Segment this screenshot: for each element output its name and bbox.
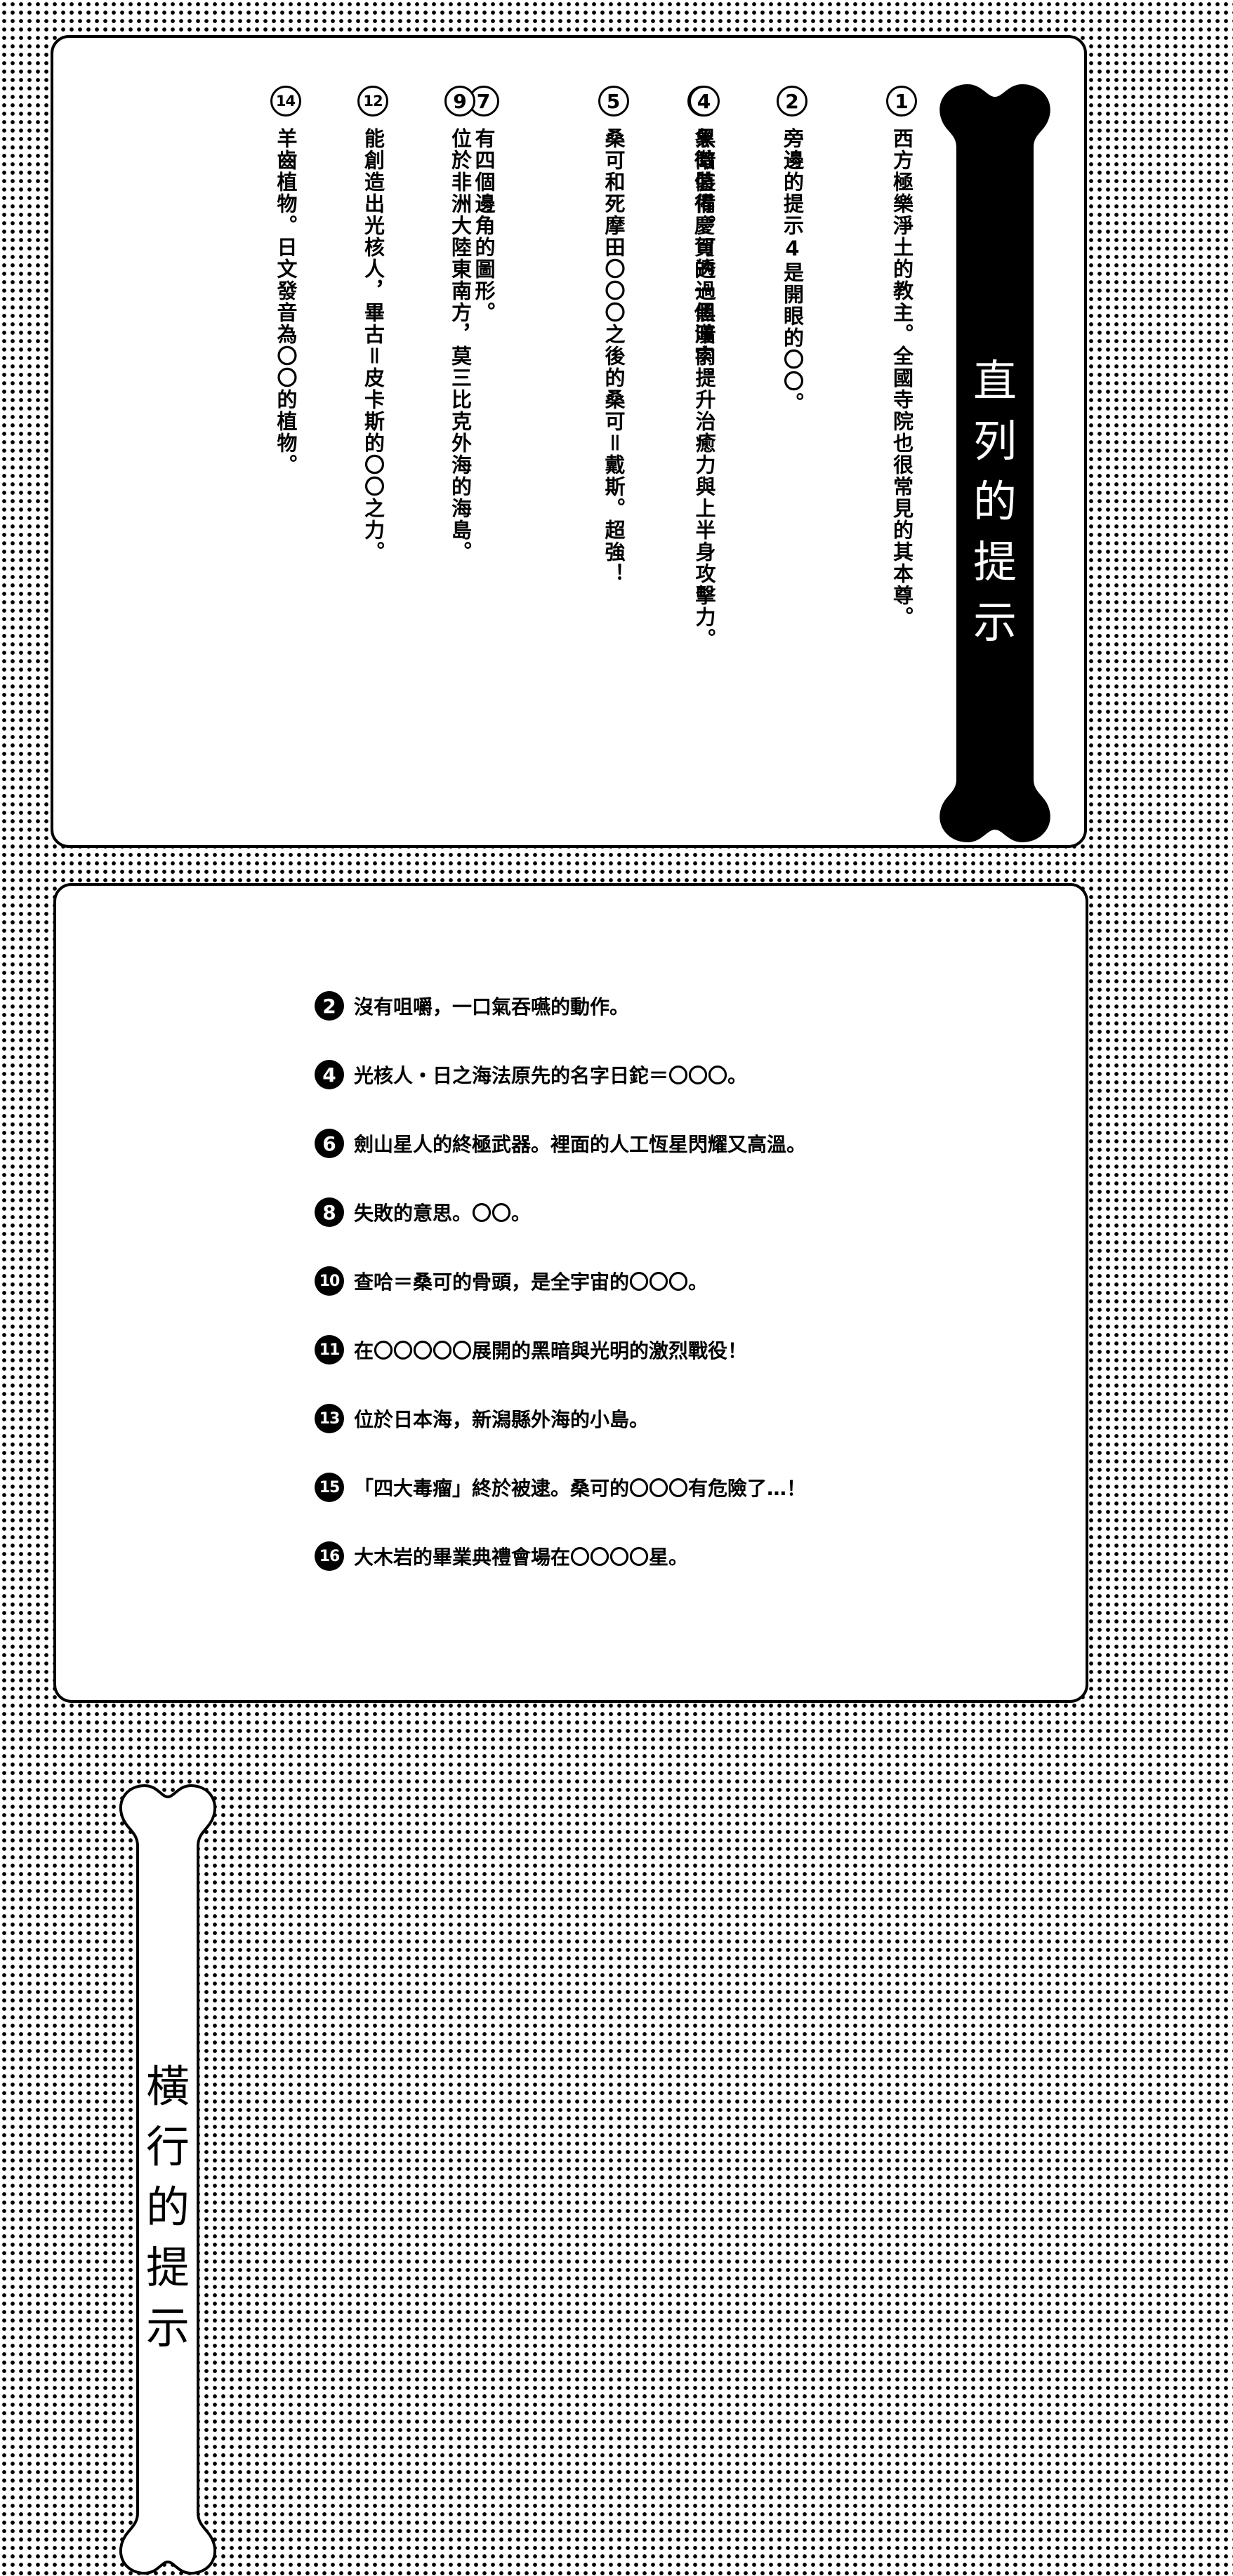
clue-text: 位於非洲大陸東南方，莫三比克外海的海島。 bbox=[448, 128, 473, 563]
clue-text: 羊齒植物。日文發音為〇〇的植物。 bbox=[274, 128, 298, 476]
horizontal-clue: 2 沒有咀嚼，一口氣吞嚥的動作。 bbox=[315, 991, 629, 1021]
horizontal-clue: 15 「四大毒瘤」終於被逮。桑可的〇〇〇有危險了…！ bbox=[315, 1473, 806, 1502]
horizontal-clue: 8 失敗的意思。〇〇。 bbox=[315, 1197, 531, 1227]
clue-number: 9 bbox=[444, 86, 475, 117]
clue-number: 5 bbox=[598, 86, 629, 117]
clue-text: 位於日本海，新潟縣外海的小島。 bbox=[354, 1408, 650, 1431]
clue-number: 1 bbox=[886, 86, 917, 117]
clue-text: 大木岩的畢業典禮會場在〇〇〇〇星。 bbox=[354, 1546, 689, 1569]
clue-text: 黑暗裝備。可透過黑暗肉提升治癒力與上半身攻擊力。 bbox=[692, 128, 716, 650]
clue-text: 能創造出光核人，畢古＝皮卡斯的〇〇之力。 bbox=[361, 128, 385, 563]
horizontal-clue: 4 光核人・日之海法原先的名字日鉈＝〇〇〇。 bbox=[315, 1060, 747, 1089]
clue-number: 8 bbox=[315, 1197, 344, 1227]
title-char: 的 bbox=[145, 2182, 190, 2233]
clue-text: 象徵值得慶賀的一個漢字。 bbox=[691, 128, 716, 389]
vertical-section-title: 直 列 的 提 示 bbox=[935, 351, 1055, 653]
vertical-title-bone: 直 列 的 提 示 bbox=[935, 84, 1055, 842]
vertical-clues-panel: 直 列 的 提 示 1 西方極樂淨土的教主。全國寺院也很常見的其本尊。 2 旁邊… bbox=[51, 35, 1087, 848]
clue-number: 13 bbox=[315, 1404, 344, 1433]
title-char: 示 bbox=[145, 2302, 190, 2353]
horizontal-clues-panel: 橫 行 的 提 示 2 沒有咀嚼，一口氣吞嚥的動作。 4 光核人・日之海法原先的… bbox=[53, 883, 1088, 2575]
clue-number: 4 bbox=[315, 1060, 344, 1089]
clue-text: 光核人・日之海法原先的名字日鉈＝〇〇〇。 bbox=[354, 1064, 748, 1087]
vertical-clue: 4 黑暗裝備。可透過黑暗肉提升治癒力與上半身攻擊力。 bbox=[572, 86, 836, 650]
title-char: 示 bbox=[972, 597, 1017, 648]
clue-text: 在〇〇〇〇〇展開的黑暗與光明的激烈戰役！ bbox=[354, 1339, 748, 1362]
clue-number: 4 bbox=[688, 86, 720, 117]
title-char: 列 bbox=[972, 416, 1017, 467]
horizontal-clue: 13 位於日本海，新潟縣外海的小島。 bbox=[315, 1404, 649, 1433]
vertical-clue: 2 旁邊的提示4是開眼的〇〇。 bbox=[711, 86, 873, 414]
clue-text: 查哈＝桑可的骨頭，是全宇宙的〇〇〇。 bbox=[354, 1270, 708, 1294]
horizontal-clue: 6 劍山星人的終極武器。裡面的人工恆星閃耀又高溫。 bbox=[315, 1129, 806, 1158]
clue-number: 12 bbox=[357, 86, 388, 117]
clue-number: 16 bbox=[315, 1541, 344, 1571]
bone-black-shape bbox=[939, 84, 1050, 842]
vertical-clue: 1 西方極樂淨土的教主。全國寺院也很常見的其本尊。 bbox=[779, 86, 1024, 628]
vertical-clue: 9 位於非洲大陸東南方，莫三比克外海的海島。 bbox=[358, 86, 562, 563]
clue-number: 2 bbox=[777, 86, 807, 117]
title-char: 提 bbox=[972, 536, 1017, 587]
title-char: 的 bbox=[972, 476, 1017, 527]
horizontal-section-title: 橫 行 的 提 示 bbox=[115, 2057, 220, 2358]
clue-text: 沒有咀嚼，一口氣吞嚥的動作。 bbox=[354, 995, 630, 1018]
vertical-clue: 5 桑可和死摩田〇〇〇之後的桑可＝戴斯。超強！ bbox=[501, 86, 725, 585]
clue-text: 有四個邊角的圖形。 bbox=[472, 128, 496, 324]
clue-text: 失敗的意思。〇〇。 bbox=[354, 1202, 532, 1225]
horizontal-clue: 16 大木岩的畢業典禮會場在〇〇〇〇星。 bbox=[315, 1541, 688, 1571]
title-char: 橫 bbox=[145, 2061, 190, 2112]
clue-text: 旁邊的提示4是開眼的〇〇。 bbox=[780, 128, 805, 414]
clue-number: 6 bbox=[315, 1129, 344, 1158]
title-char: 行 bbox=[145, 2121, 190, 2172]
vertical-clue: 12 能創造出光核人，畢古＝皮卡斯的〇〇之力。 bbox=[271, 86, 475, 563]
clue-number: 14 bbox=[270, 86, 301, 117]
vertical-clue: 14 羊齒植物。日文發音為〇〇的植物。 bbox=[194, 86, 377, 476]
clue-number: 10 bbox=[315, 1266, 344, 1296]
title-char: 直 bbox=[972, 355, 1017, 406]
clue-text: 「四大毒瘤」終於被逮。桑可的〇〇〇有危險了…！ bbox=[354, 1477, 807, 1500]
clue-text: 桑可和死摩田〇〇〇之後的桑可＝戴斯。超強！ bbox=[602, 128, 626, 585]
clue-text: 西方極樂淨土的教主。全國寺院也很常見的其本尊。 bbox=[890, 128, 914, 628]
clue-number: 7 bbox=[468, 86, 499, 117]
horizontal-title-bone: 橫 行 的 提 示 bbox=[115, 1783, 220, 2576]
vertical-clue: 7 有四個邊角的圖形。 bbox=[433, 86, 534, 324]
clue-number: 2 bbox=[315, 991, 344, 1021]
clue-number: 15 bbox=[315, 1473, 344, 1502]
horizontal-clue: 10 查哈＝桑可的骨頭，是全宇宙的〇〇〇。 bbox=[315, 1266, 708, 1296]
title-char: 提 bbox=[145, 2242, 190, 2293]
horizontal-clue: 11 在〇〇〇〇〇展開的黑暗與光明的激烈戰役！ bbox=[315, 1335, 747, 1365]
clue-number: 11 bbox=[315, 1335, 344, 1365]
clue-text: 劍山星人的終極武器。裡面的人工恆星閃耀又高溫。 bbox=[354, 1133, 807, 1156]
